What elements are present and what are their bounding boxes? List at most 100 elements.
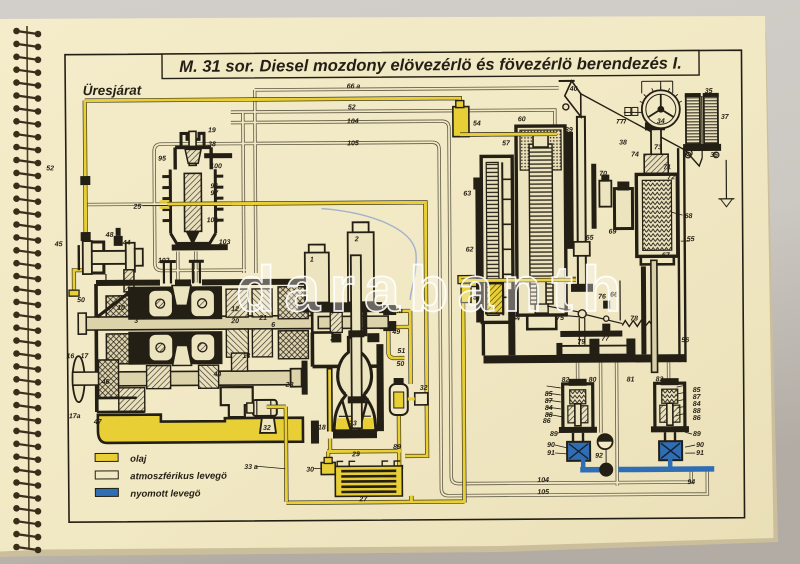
svg-text:39: 39: [565, 127, 573, 134]
svg-text:52: 52: [348, 104, 356, 111]
svg-text:28: 28: [285, 382, 294, 389]
svg-text:10: 10: [117, 305, 125, 312]
svg-text:68: 68: [685, 213, 693, 220]
svg-text:50: 50: [77, 297, 85, 304]
svg-text:64: 64: [512, 315, 520, 322]
svg-text:74: 74: [631, 151, 639, 158]
svg-text:66 a: 66 a: [347, 83, 361, 90]
svg-text:50: 50: [397, 361, 405, 368]
svg-text:87: 87: [545, 398, 554, 405]
svg-text:47: 47: [93, 419, 103, 426]
svg-text:1: 1: [310, 257, 314, 264]
svg-text:91: 91: [547, 450, 555, 457]
svg-text:16: 16: [66, 353, 74, 360]
svg-text:2: 2: [354, 236, 359, 243]
svg-text:51: 51: [397, 348, 405, 355]
svg-text:91: 91: [696, 450, 704, 457]
svg-text:44: 44: [213, 371, 222, 378]
svg-text:60: 60: [518, 116, 526, 123]
svg-text:21: 21: [258, 315, 267, 322]
svg-text:45: 45: [54, 241, 63, 248]
svg-text:89: 89: [693, 431, 701, 438]
svg-text:79: 79: [577, 339, 585, 346]
svg-text:17: 17: [80, 353, 89, 360]
svg-text:25: 25: [132, 204, 141, 211]
svg-text:71: 71: [663, 164, 671, 171]
svg-text:104: 104: [347, 118, 359, 125]
svg-text:nyomott levegö: nyomott levegö: [130, 488, 200, 499]
svg-text:12: 12: [231, 306, 239, 313]
svg-text:54: 54: [473, 120, 481, 127]
svg-text:52: 52: [46, 165, 54, 172]
svg-text:66: 66: [610, 292, 618, 299]
svg-text:86: 86: [693, 415, 701, 422]
svg-text:30: 30: [306, 467, 314, 474]
svg-text:22: 22: [329, 335, 338, 342]
svg-text:atmoszférikus levegö: atmoszférikus levegö: [130, 471, 227, 483]
svg-text:72: 72: [667, 174, 675, 181]
svg-text:105: 105: [347, 140, 359, 147]
svg-text:97: 97: [210, 190, 219, 197]
svg-text:57: 57: [502, 140, 511, 147]
svg-text:40: 40: [569, 86, 578, 93]
svg-text:olaj: olaj: [130, 454, 147, 465]
svg-text:73: 73: [654, 144, 662, 151]
svg-text:55: 55: [687, 236, 695, 243]
svg-text:49: 49: [391, 329, 400, 336]
svg-text:88: 88: [545, 412, 553, 419]
svg-text:75: 75: [556, 315, 564, 322]
svg-text:82: 82: [562, 377, 570, 384]
svg-text:80: 80: [589, 377, 597, 384]
svg-text:96: 96: [210, 183, 218, 190]
svg-text:38: 38: [619, 139, 627, 146]
svg-text:84: 84: [693, 401, 701, 408]
svg-text:105: 105: [537, 489, 549, 496]
svg-text:32: 32: [263, 425, 271, 432]
svg-text:86: 86: [543, 418, 551, 425]
svg-text:M. 31 sor. Diesel mozdony elöv: M. 31 sor. Diesel mozdony elövezérlö és …: [179, 54, 682, 76]
svg-text:78: 78: [630, 315, 638, 322]
svg-text:18: 18: [318, 424, 326, 431]
svg-text:17a: 17a: [69, 413, 81, 420]
svg-text:90: 90: [696, 442, 704, 449]
svg-text:84: 84: [545, 405, 553, 412]
svg-text:89: 89: [550, 431, 558, 438]
svg-text:59: 59: [565, 168, 573, 175]
svg-text:85: 85: [545, 391, 553, 398]
svg-text:62: 62: [466, 247, 474, 254]
svg-text:88: 88: [693, 408, 701, 415]
svg-text:Üresjárat: Üresjárat: [83, 83, 142, 98]
svg-text:48: 48: [105, 232, 114, 239]
svg-text:81: 81: [627, 376, 635, 383]
svg-text:32: 32: [420, 385, 428, 392]
svg-text:19: 19: [208, 127, 216, 134]
svg-text:77: 77: [601, 336, 610, 343]
svg-text:44: 44: [122, 240, 131, 247]
svg-text:29: 29: [351, 451, 360, 458]
svg-text:56: 56: [681, 337, 689, 344]
svg-text:90: 90: [547, 442, 555, 449]
svg-text:92: 92: [595, 453, 603, 460]
svg-text:6: 6: [271, 322, 275, 329]
svg-text:70: 70: [599, 171, 607, 178]
svg-text:101: 101: [207, 217, 219, 224]
svg-text:33 a: 33 a: [244, 464, 258, 471]
svg-text:102: 102: [158, 258, 170, 265]
svg-text:65: 65: [586, 235, 594, 242]
svg-text:85: 85: [693, 387, 701, 394]
svg-text:46: 46: [101, 379, 110, 386]
svg-text:89: 89: [393, 444, 401, 451]
svg-text:23: 23: [348, 420, 357, 427]
svg-text:darabanth: darabanth: [236, 253, 631, 325]
svg-text:94: 94: [687, 479, 695, 486]
svg-text:76: 76: [598, 294, 606, 301]
svg-text:3: 3: [134, 318, 138, 325]
svg-text:69: 69: [609, 229, 617, 236]
svg-text:37: 37: [721, 114, 730, 121]
svg-text:36: 36: [710, 152, 718, 159]
svg-text:104: 104: [537, 477, 549, 484]
svg-text:34: 34: [657, 118, 665, 125]
svg-text:100: 100: [210, 163, 222, 170]
svg-text:44a: 44a: [390, 308, 403, 315]
svg-text:87: 87: [693, 394, 702, 401]
